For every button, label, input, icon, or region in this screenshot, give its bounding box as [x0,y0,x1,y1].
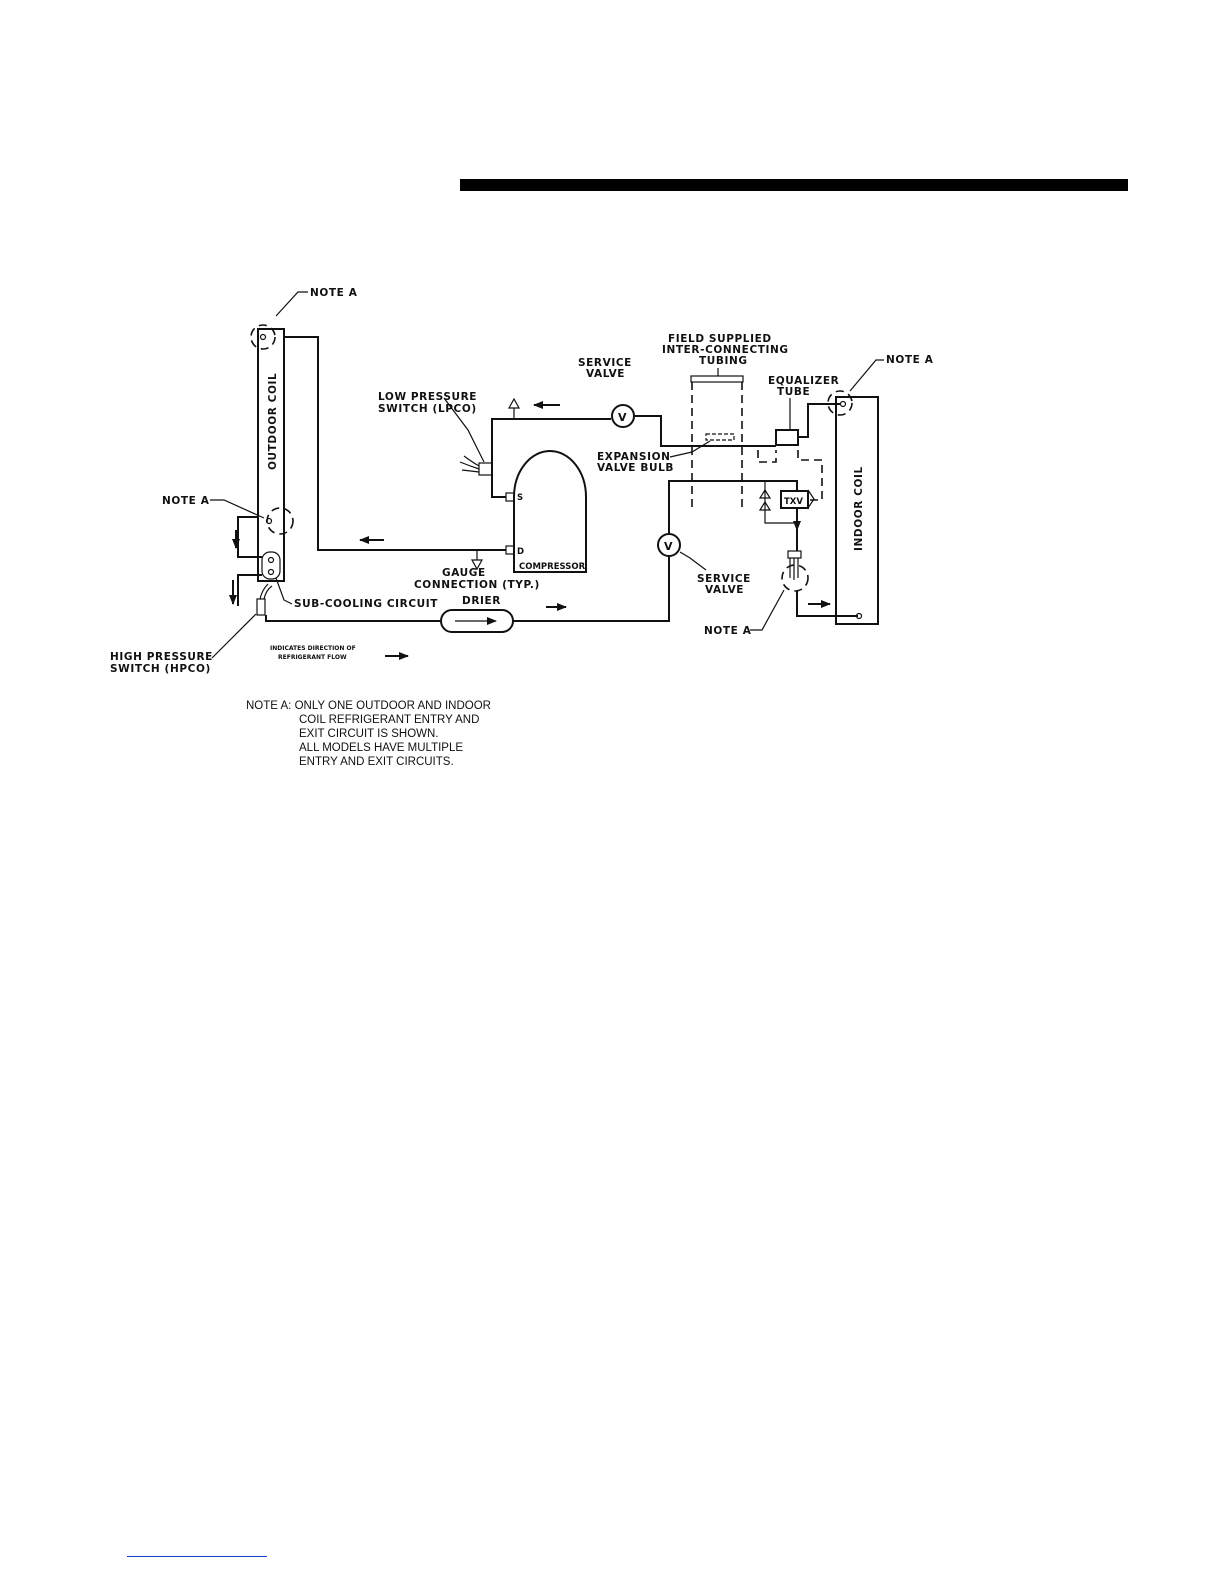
service-valve-top-symbol: V [618,411,627,424]
gauge-connection-label-1: GAUGE [442,567,486,579]
note-a-bottom-label: NOTE A [704,625,752,637]
equalizer-tube-label-2: TUBE [777,386,810,398]
note-a-circle-outdoor-top [250,324,276,350]
note-a-right-leader [849,359,884,392]
distributor-to-coil [796,591,858,617]
outdoor-circuit-upper-loop [237,516,262,558]
note-line-4: ALL MODELS HAVE MULTIPLE [299,742,463,754]
note-line-1: NOTE A: ONLY ONE OUTDOOR AND INDOOR [246,700,491,712]
header-bar [460,179,1128,191]
lpco-label-1: LOW PRESSURE [378,391,477,403]
lpco-label-2: SWITCH (LPCO) [378,403,477,415]
hpco-leader [211,613,257,659]
low-pressure-switch [459,455,493,476]
check-valve-lower [758,500,772,511]
service-valve-bottom-symbol: V [664,540,673,553]
gauge-connection-label-2: CONNECTION (TYP.) [414,579,540,591]
note-a-mid-label: NOTE A [162,495,210,507]
expansion-bulb-label-1: EXPANSION [597,451,671,463]
txv-label: TXV [784,497,803,507]
suction-line [491,418,611,498]
service-valve-bottom-label-2: VALVE [705,584,744,596]
compressor-label: COMPRESSOR [519,562,586,572]
drier-label: DRIER [462,595,501,607]
indoor-coil [835,396,879,625]
discharge-port-label: D [517,547,524,557]
equalizer-tube-fitting [775,429,799,446]
indoor-coil-label: INDOOR COIL [853,466,865,551]
suction-port-label: S [517,493,523,503]
gauge-connection-top-symbol [507,397,521,409]
note-a-circle-indoor-top [827,390,853,416]
sub-cooling-label: SUB-COOLING CIRCUIT [294,598,438,610]
note-a-top-leader [275,291,308,317]
note-a-mid-leader [210,499,265,519]
note-a-right-label: NOTE A [886,354,934,366]
txv-valve [780,490,809,509]
note-a-top-label: NOTE A [310,287,358,299]
drier [440,609,514,633]
outdoor-coil-label: OUTDOOR COIL [267,373,279,470]
expansion-bulb-label-2: VALVE BULB [597,462,674,474]
gauge-connection-symbol [470,559,484,571]
note-line-5: ENTRY AND EXIT CIRCUITS. [299,756,454,768]
service-valve-top-label-1: SERVICE [578,357,632,369]
liquid-line-right [513,556,670,622]
check-valve-upper [758,488,772,499]
footer-line [127,1556,267,1557]
high-pressure-switch [256,583,273,616]
note-line-3: EXIT CIRCUIT IS SHOWN. [299,728,439,740]
hpco-label-1: HIGH PRESSURE [110,651,213,663]
service-valve-top-label-2: VALVE [586,368,625,380]
field-supplied-label-3: TUBING [699,355,748,367]
field-tubing-bracket [690,375,744,383]
distributor [787,550,802,580]
field-supplied-label-1: FIELD SUPPLIED [668,333,772,345]
liquid-line-left [265,615,441,622]
field-supplied-label-2: INTER-CONNECTING [662,344,789,356]
note-a-circle-distributor [781,564,809,592]
flow-indicator-label-2: REFRIGERANT FLOW [278,654,347,661]
equalizer-dash-right [797,450,823,501]
txv-diaphragm [807,489,815,509]
check-valve-bypass [764,481,797,524]
equalizer-dash-left [757,450,777,463]
service-valve-bottom-leader [679,551,707,571]
lpco-leader [443,397,485,463]
flow-indicator-label-1: INDICATES DIRECTION OF [270,645,356,652]
outdoor-circuit-lower-loop [237,574,262,606]
equalizer-tube-label-1: EQUALIZER [768,375,839,387]
note-line-2: COIL REFRIGERANT ENTRY AND [299,714,479,726]
expansion-bulb-leader [669,440,711,458]
suction-to-indoor-coil [798,403,840,438]
expansion-valve-bulb [705,433,735,441]
service-valve-bottom-label-1: SERVICE [697,573,751,585]
hpco-label-2: SWITCH (HPCO) [110,663,211,675]
note-a-bottom-leader [750,589,785,631]
suction-line-indoor [634,415,776,447]
note-a-circle-outdoor-mid [266,507,294,535]
sub-cooling-leader [275,577,293,605]
discharge-line [284,336,506,551]
liquid-line-indoor [668,480,798,534]
